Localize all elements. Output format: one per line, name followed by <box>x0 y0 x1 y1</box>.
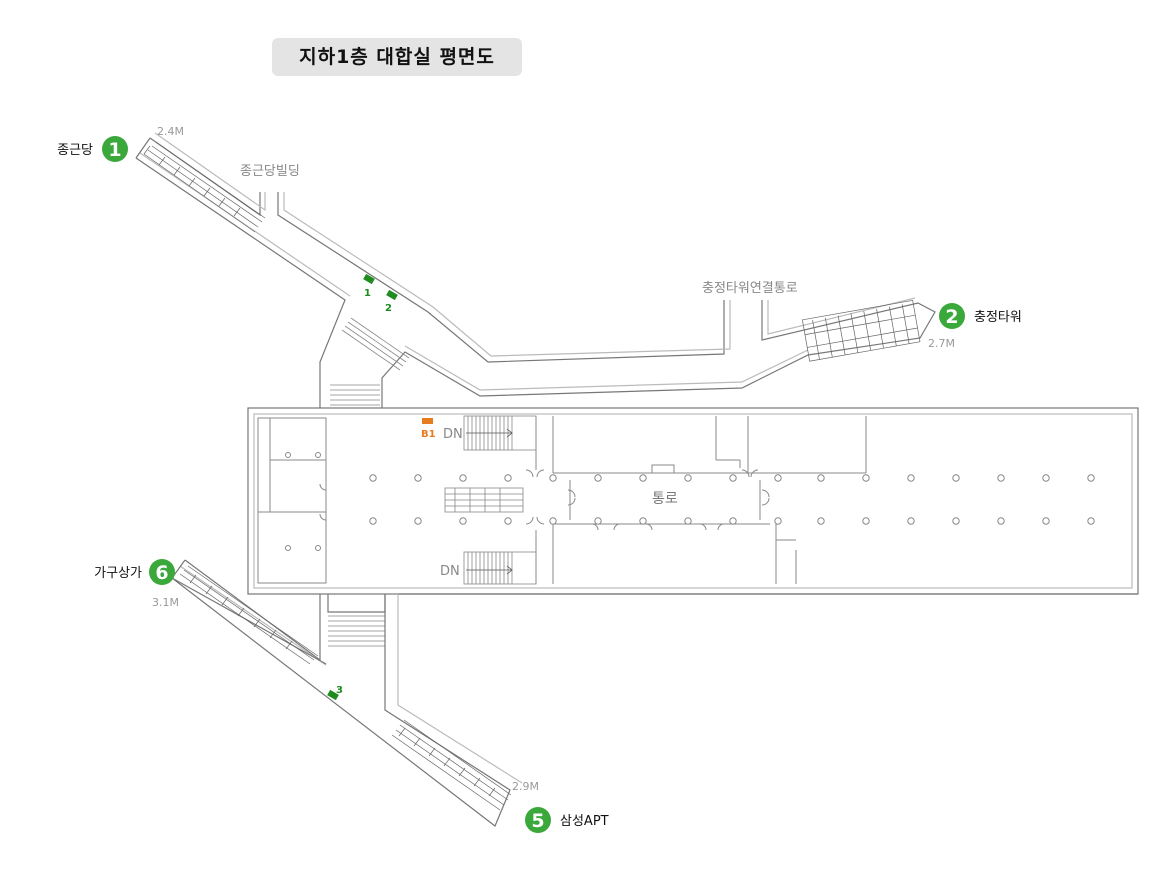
marker-3-label: 3 <box>336 685 343 696</box>
lower-stair <box>328 615 385 647</box>
marker-1-label: 1 <box>364 288 371 299</box>
passage-label: 통로 <box>652 491 678 507</box>
exit-5-number: 5 <box>531 810 544 832</box>
exit-2-name: 충정타워 <box>974 310 1022 325</box>
exit-1-number: 1 <box>108 139 121 161</box>
escalator-exit-1 <box>143 141 266 233</box>
exit-1-name: 종근당 <box>57 143 93 158</box>
central-escalator <box>444 487 524 513</box>
exit-1-depth: 2.4M <box>157 125 184 138</box>
right-rooms <box>525 416 867 584</box>
exit-1-badge[interactable]: 1 종근당 <box>57 136 128 162</box>
exit-2-badge[interactable]: 2 충정타워 <box>939 303 1022 329</box>
escalator-exit-2 <box>801 300 921 362</box>
marker-2-label: 2 <box>385 303 392 314</box>
marker-1: 1 <box>363 273 375 299</box>
page-title-box: 지하1층 대합실 평면도 <box>272 38 522 76</box>
dn-label-lower: DN <box>440 564 460 579</box>
exit-6-5-corridor <box>171 559 1138 827</box>
exit-5-name: 삼성APT <box>560 814 609 829</box>
exit-2-number: 2 <box>945 306 958 328</box>
b1-marker: B1 <box>421 418 436 440</box>
building-label-chongkundang: 종근당빌딩 <box>240 164 300 179</box>
exit-6-depth: 3.1M <box>152 596 179 609</box>
escalator-exit-5 <box>391 719 512 811</box>
building-label-chungjeong-passage: 충정타워연결통로 <box>702 281 798 296</box>
dn-stair-upper <box>463 415 537 451</box>
marker-3: 3 <box>327 685 343 701</box>
concourse-outline <box>247 407 1139 613</box>
left-rooms <box>257 417 327 584</box>
exit-6-name: 가구상가 <box>94 566 142 581</box>
exit-5-depth: 2.9M <box>512 780 539 793</box>
columns <box>369 474 1095 525</box>
b1-label: B1 <box>421 429 436 440</box>
exit-6-badge[interactable]: 6 가구상가 <box>94 559 175 585</box>
marker-2: 2 <box>385 289 398 314</box>
dn-stair-lower <box>463 551 537 585</box>
page-title: 지하1층 대합실 평면도 <box>299 46 495 68</box>
dn-label-upper: DN <box>443 427 463 442</box>
exit-2-corridor <box>381 297 936 408</box>
upper-stair <box>330 317 410 406</box>
exit-1-corridor <box>135 132 731 408</box>
escalator-exit-6 <box>179 565 319 665</box>
exit-2-depth: 2.7M <box>928 337 955 350</box>
exit-6-number: 6 <box>155 562 168 584</box>
exit-5-badge[interactable]: 5 삼성APT <box>525 807 609 833</box>
